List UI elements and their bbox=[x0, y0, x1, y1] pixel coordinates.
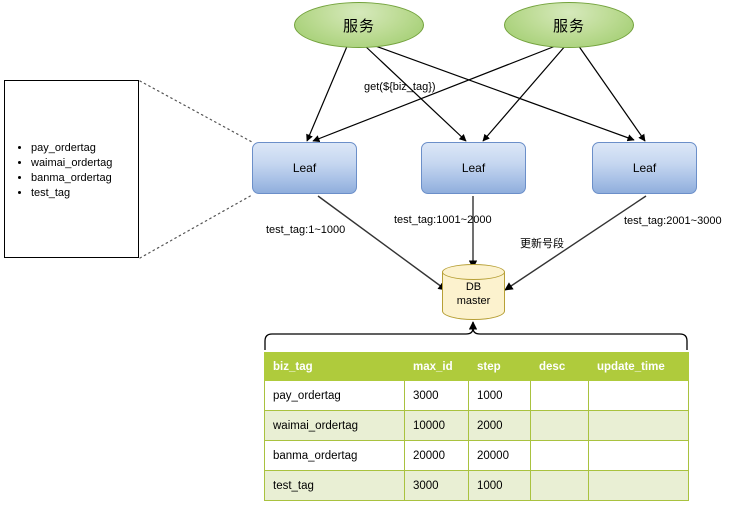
leaf-node-2-label: Leaf bbox=[461, 161, 486, 175]
edge-label-get-request: get(${biz_tag}) bbox=[364, 81, 436, 93]
cell-step: 2000 bbox=[468, 410, 531, 441]
legend-item: waimai_ordertag bbox=[31, 156, 138, 171]
cell-update-time bbox=[588, 470, 689, 501]
table-bracket bbox=[264, 327, 688, 350]
legend-item: test_tag bbox=[31, 186, 138, 201]
table-row: banma_ordertag 20000 20000 bbox=[264, 440, 689, 471]
db-label-line2: master bbox=[456, 295, 491, 307]
leaf-alloc-table-wrapper: biz_tag max_id step desc update_time pay… bbox=[264, 352, 689, 501]
leaf-node-1[interactable]: Leaf bbox=[252, 142, 357, 194]
cell-max-id: 3000 bbox=[404, 470, 469, 501]
service-to-leaf-edges bbox=[306, 43, 646, 142]
edge-label-segment-3: test_tag:2001~3000 bbox=[624, 215, 722, 227]
cell-desc bbox=[530, 380, 589, 411]
edge-label-segment-1: test_tag:1~1000 bbox=[266, 224, 346, 236]
legend-item: banma_ordertag bbox=[31, 171, 138, 186]
db-cylinder-body bbox=[442, 272, 505, 320]
table-header-row: biz_tag max_id step desc update_time bbox=[264, 352, 689, 381]
column-header-desc: desc bbox=[530, 352, 589, 381]
table-row: pay_ordertag 3000 1000 bbox=[264, 380, 689, 411]
cell-update-time bbox=[588, 380, 689, 411]
service-node-1-label: 服务 bbox=[342, 17, 375, 35]
cell-max-id: 10000 bbox=[404, 410, 469, 441]
edge-label-segment-2: test_tag:1001~2000 bbox=[394, 214, 492, 226]
cell-update-time bbox=[588, 410, 689, 441]
column-header-step: step bbox=[468, 352, 531, 381]
cell-max-id: 3000 bbox=[404, 380, 469, 411]
cell-biz-tag: banma_ordertag bbox=[264, 440, 405, 471]
table-row: waimai_ordertag 10000 2000 bbox=[264, 410, 689, 441]
leaf-node-1-label: Leaf bbox=[292, 161, 317, 175]
db-master-label: DB master bbox=[442, 280, 505, 308]
legend-item: pay_ordertag bbox=[31, 141, 138, 156]
cell-update-time bbox=[588, 440, 689, 471]
leaf-node-3-label: Leaf bbox=[632, 161, 657, 175]
db-master-node[interactable]: DB master bbox=[442, 264, 505, 320]
table-body: pay_ordertag 3000 1000 waimai_ordertag 1… bbox=[264, 380, 689, 501]
table-row: test_tag 3000 1000 bbox=[264, 470, 689, 501]
service-node-2-label: 服务 bbox=[552, 17, 585, 35]
cell-biz-tag: pay_ordertag bbox=[264, 380, 405, 411]
leaf-alloc-table: biz_tag max_id step desc update_time pay… bbox=[264, 352, 689, 501]
biz-tag-legend-list: pay_ordertag waimai_ordertag banma_order… bbox=[5, 81, 138, 201]
cell-desc bbox=[530, 410, 589, 441]
cell-step: 20000 bbox=[468, 440, 531, 471]
column-header-biz-tag: biz_tag bbox=[264, 352, 405, 381]
column-header-max-id: max_id bbox=[404, 352, 469, 381]
cell-desc bbox=[530, 470, 589, 501]
cell-desc bbox=[530, 440, 589, 471]
column-header-update-time: update_time bbox=[588, 352, 689, 381]
db-label-line1: DB bbox=[465, 281, 482, 293]
service-node-1[interactable]: 服务 bbox=[294, 2, 424, 48]
cell-step: 1000 bbox=[468, 470, 531, 501]
leaf-node-3[interactable]: Leaf bbox=[592, 142, 697, 194]
edge-label-update-segment: 更新号段 bbox=[520, 238, 564, 250]
service-node-2[interactable]: 服务 bbox=[504, 2, 634, 48]
biz-tag-legend-box: pay_ordertag waimai_ordertag banma_order… bbox=[4, 80, 139, 258]
db-cylinder-top bbox=[442, 264, 505, 280]
leaf-node-2[interactable]: Leaf bbox=[421, 142, 526, 194]
cell-biz-tag: waimai_ordertag bbox=[264, 410, 405, 441]
table-head: biz_tag max_id step desc update_time bbox=[264, 352, 689, 381]
cell-max-id: 20000 bbox=[404, 440, 469, 471]
cell-biz-tag: test_tag bbox=[264, 470, 405, 501]
cell-step: 1000 bbox=[468, 380, 531, 411]
callout-lines bbox=[139, 80, 253, 259]
